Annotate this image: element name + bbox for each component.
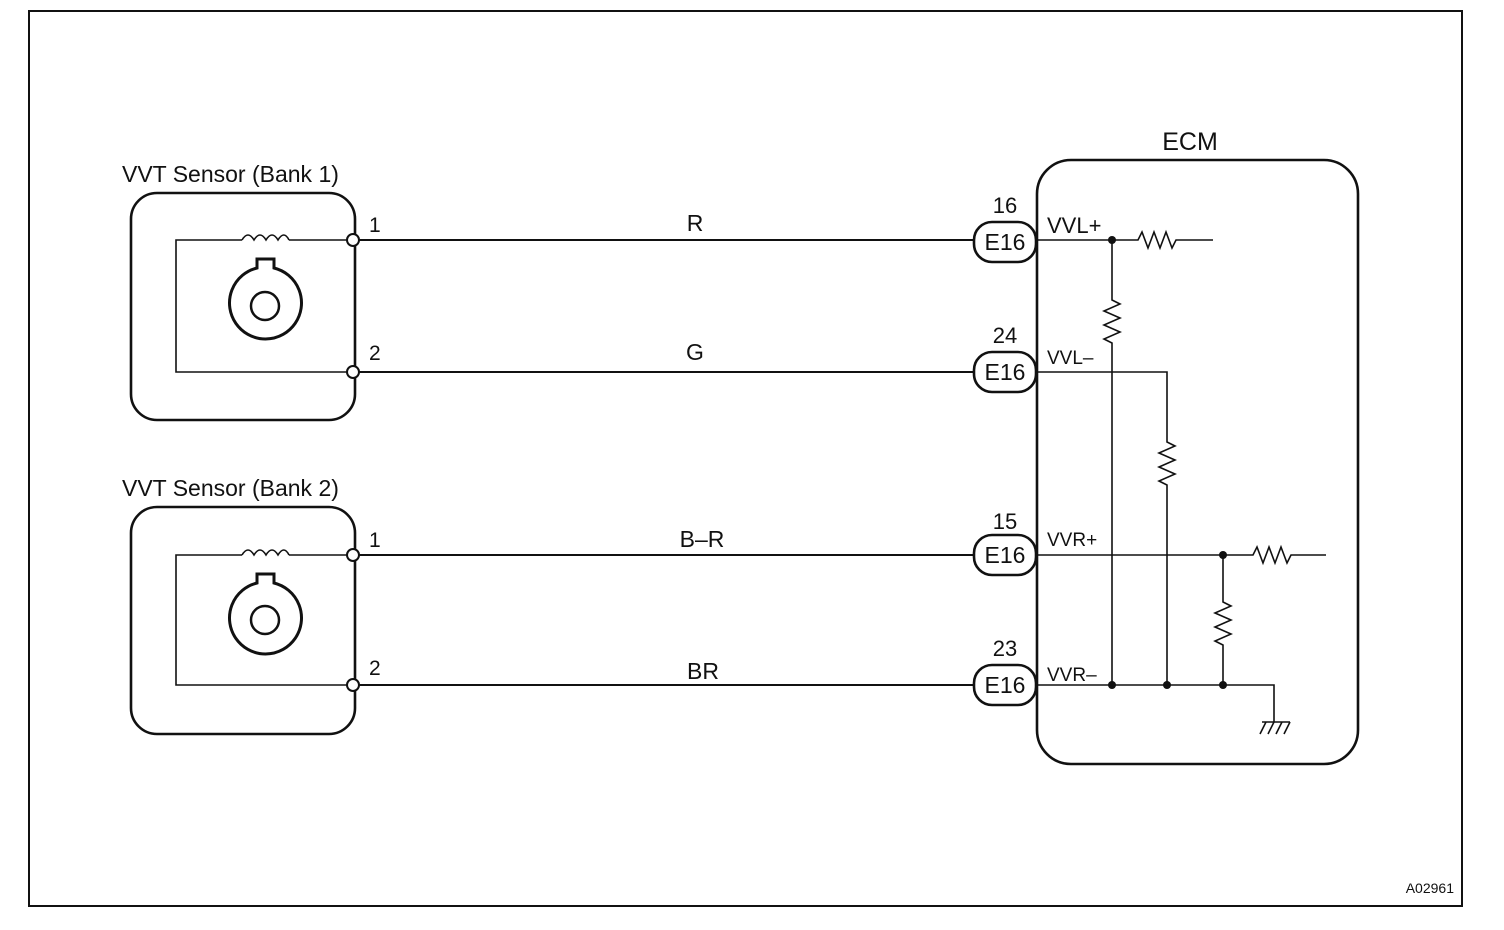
- pin-number-15: 15: [993, 509, 1017, 534]
- vvt-sensor-bank1: VVT Sensor (Bank 1) 1 2: [122, 161, 381, 422]
- rotor-icon: [228, 572, 303, 656]
- connector-e16-pin24: E16 24: [972, 323, 1038, 394]
- sensor-bank1-pin2-label: 2: [369, 342, 381, 365]
- wire-color-br: BR: [687, 658, 719, 684]
- svg-text:E16: E16: [985, 359, 1026, 385]
- terminal-vvr-minus: VVR–: [1047, 665, 1097, 686]
- sensor-bank2-housing: [129, 505, 357, 736]
- terminal-vvl-plus: VVL+: [1047, 213, 1101, 238]
- svg-text:E16: E16: [985, 672, 1026, 698]
- svg-text:E16: E16: [985, 229, 1026, 255]
- sensor-bank1-pin1-label: 1: [369, 214, 381, 237]
- ecm-title: ECM: [1162, 128, 1218, 156]
- diagram-frame: [28, 10, 1463, 907]
- ground-icon: [1259, 721, 1291, 735]
- pin-number-23: 23: [993, 636, 1017, 661]
- sensor-bank2-title: VVT Sensor (Bank 2): [122, 475, 339, 501]
- terminal-vvr-plus: VVR+: [1047, 530, 1097, 551]
- wire-color-r: R: [687, 210, 704, 236]
- coil-icon: [241, 234, 290, 242]
- ecm-internal-circuit: [1037, 229, 1326, 722]
- pin-number-16: 16: [993, 193, 1017, 218]
- sensor-bank1-title: VVT Sensor (Bank 1): [122, 161, 339, 187]
- sensor-bank2-pin2-label: 2: [369, 657, 381, 680]
- pin-number-24: 24: [993, 323, 1017, 348]
- figure-code: A02961: [1406, 880, 1454, 896]
- ecm-module: ECM VVL+ VVL– VVR+ VVR–: [1035, 128, 1360, 766]
- rotor-icon: [228, 257, 303, 341]
- svg-text:E16: E16: [985, 542, 1026, 568]
- sensor-bank1-pin1-terminal: [346, 233, 360, 247]
- sensor-bank2-pin1-terminal: [346, 548, 360, 562]
- wire-color-g: G: [686, 339, 704, 365]
- sensor-bank1-pin2-terminal: [346, 365, 360, 379]
- terminal-vvl-minus: VVL–: [1047, 348, 1094, 369]
- connector-e16-pin15: E16 15: [972, 509, 1038, 577]
- connector-e16-pin16: E16 16: [972, 193, 1038, 264]
- wire-color-b-r: B–R: [680, 526, 725, 552]
- vvt-sensor-bank2: VVT Sensor (Bank 2) 1 2: [122, 475, 381, 736]
- connectors: E16 16 E16 24 E16 15 E16 23: [972, 193, 1038, 707]
- connector-e16-pin23: E16 23: [972, 636, 1038, 707]
- sensor-bank2-pin2-terminal: [346, 678, 360, 692]
- coil-icon: [241, 549, 290, 557]
- sensor-bank2-pin1-label: 1: [369, 529, 381, 552]
- sensor-bank1-housing: [129, 191, 357, 422]
- ecm-housing: [1035, 158, 1360, 766]
- harness-wires: R G B–R BR: [359, 210, 975, 686]
